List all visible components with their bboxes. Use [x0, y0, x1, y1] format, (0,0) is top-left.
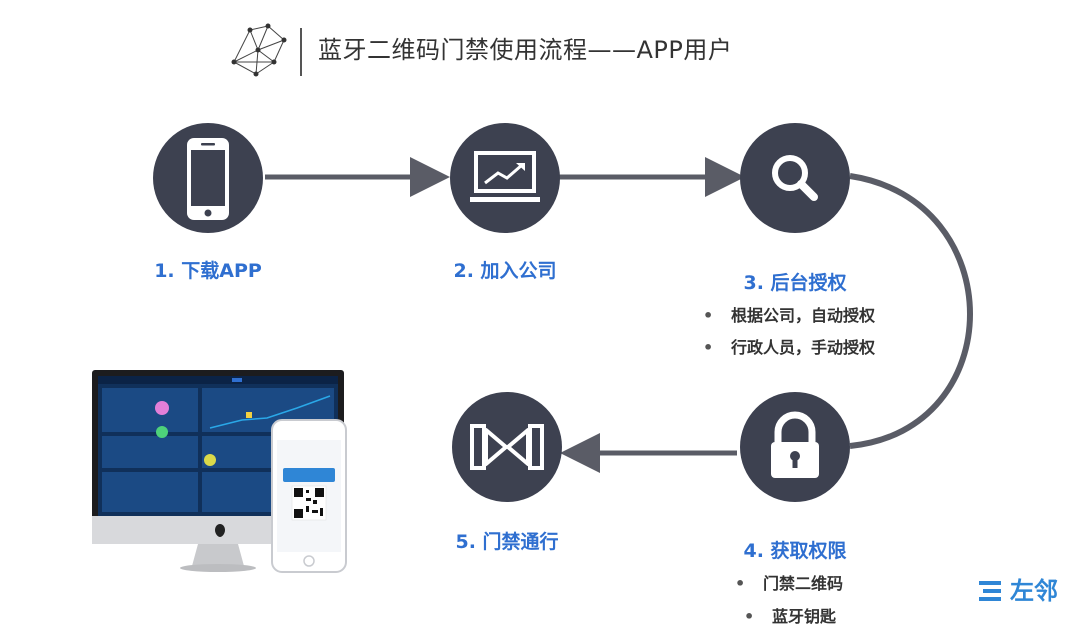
step-3-circle — [740, 123, 850, 233]
step-4-bullet-1: •门禁二维码 — [735, 574, 844, 593]
step-4-bullet-2: •蓝牙钥匙 — [744, 607, 837, 626]
monitor-stand — [192, 544, 244, 566]
network-logo-icon — [231, 23, 287, 77]
curve-3-to-4 — [849, 173, 973, 449]
step-2-label: 2. 加入公司 — [453, 260, 557, 282]
step-1-circle — [153, 123, 263, 233]
phone-icon — [187, 138, 229, 220]
step-5-circle — [452, 392, 562, 502]
step-1-label: 1. 下载APP — [154, 260, 262, 282]
brand-logo: 左邻 — [978, 571, 1058, 606]
apple-logo-icon — [215, 524, 225, 537]
step-2-circle — [450, 123, 560, 233]
phone-home-button — [303, 555, 315, 567]
step-3-bullet-1: •根据公司，自动授权 — [703, 306, 876, 325]
step-5-label: 5. 门禁通行 — [455, 531, 559, 553]
step-3-bullet-2: •行政人员，手动授权 — [703, 338, 876, 357]
step-3-label: 3. 后台授权 — [743, 272, 847, 294]
brand-name: 左邻 — [1010, 577, 1058, 605]
devices-illustration — [92, 370, 347, 573]
title-divider — [300, 28, 302, 76]
step-4-label: 4. 获取权限 — [743, 540, 847, 562]
gate-icon — [470, 424, 544, 470]
step-4-circle — [740, 392, 850, 502]
page-title: 蓝牙二维码门禁使用流程——APP用户 — [318, 36, 733, 64]
lock-icon — [771, 411, 819, 478]
brand-mark-icon — [979, 581, 1001, 601]
chart-monitor-icon — [470, 151, 540, 202]
search-icon — [772, 155, 818, 201]
